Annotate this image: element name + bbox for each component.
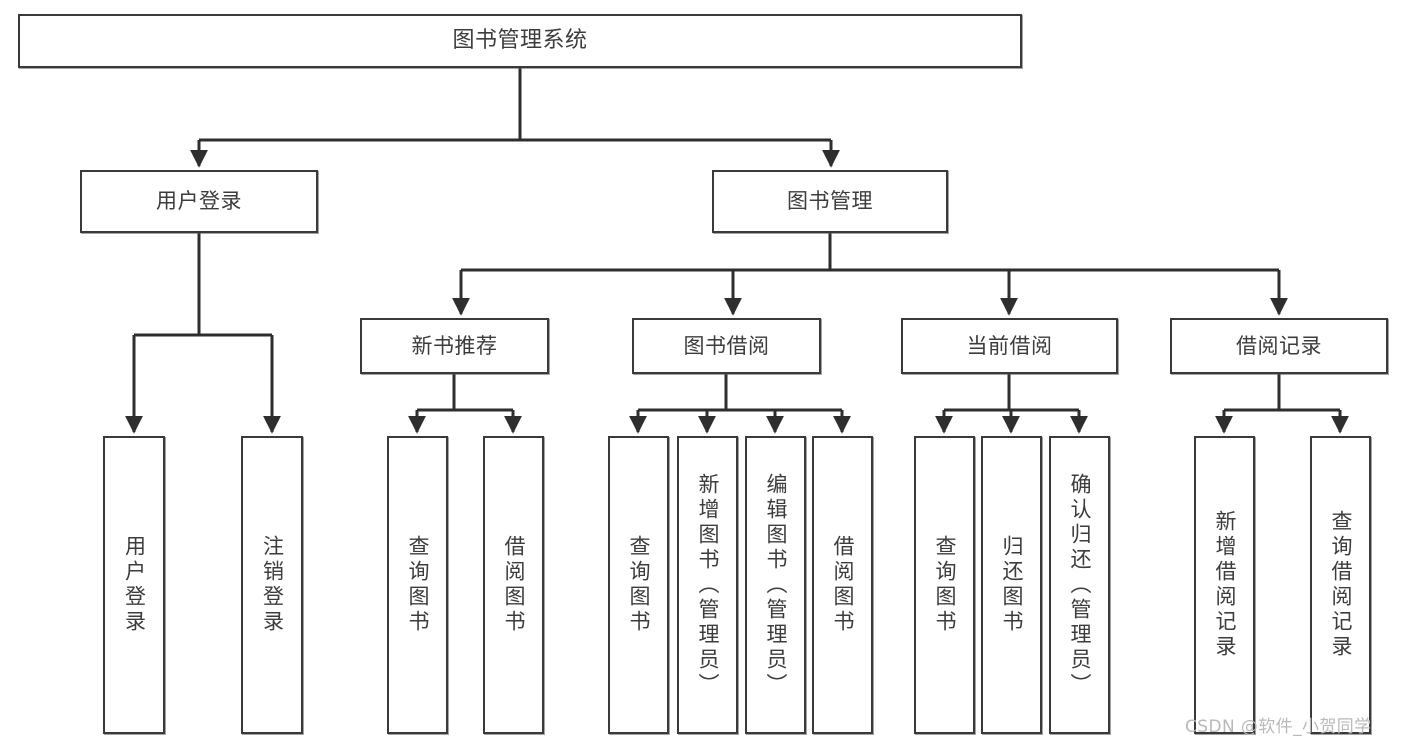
node-root[interactable]: 图书管理系统: [18, 14, 1022, 68]
node-leaf-edit-book[interactable]: 编辑图书（管理员）: [745, 436, 806, 734]
node-leaf-add-record-label: 新增借阅记录: [1213, 510, 1237, 660]
node-leaf-logout-label: 注销登录: [260, 535, 285, 635]
node-new-book-rec[interactable]: 新书推荐: [360, 318, 549, 374]
node-leaf-borrow-book-1-label: 借阅图书: [502, 535, 526, 635]
node-root-label: 图书管理系统: [452, 28, 588, 54]
node-leaf-edit-book-label: 编辑图书（管理员）: [764, 472, 788, 698]
node-leaf-query-book-2-label: 查询图书: [627, 535, 651, 635]
node-borrow-record[interactable]: 借阅记录: [1170, 318, 1388, 374]
node-leaf-confirm-return[interactable]: 确认归还（管理员）: [1049, 436, 1110, 734]
node-leaf-query-record-label: 查询借阅记录: [1329, 510, 1353, 660]
node-user-login[interactable]: 用户登录: [80, 170, 318, 233]
node-user-login-label: 用户登录: [156, 189, 242, 214]
node-leaf-query-book-3-label: 查询图书: [933, 535, 957, 635]
node-leaf-borrow-book-2-label: 借阅图书: [831, 535, 855, 635]
node-leaf-confirm-return-label: 确认归还（管理员）: [1068, 472, 1092, 698]
node-leaf-query-record[interactable]: 查询借阅记录: [1310, 436, 1371, 734]
watermark: CSDN @软件_小贺同学: [1185, 717, 1372, 737]
node-book-manage[interactable]: 图书管理: [712, 170, 948, 233]
node-book-manage-label: 图书管理: [787, 189, 873, 214]
node-new-book-rec-label: 新书推荐: [411, 333, 498, 358]
node-leaf-borrow-book-2[interactable]: 借阅图书: [812, 436, 873, 734]
node-leaf-add-book[interactable]: 新增图书（管理员）: [677, 436, 738, 734]
node-leaf-logout[interactable]: 注销登录: [241, 436, 303, 734]
node-leaf-user-login-label: 用户登录: [122, 535, 147, 635]
node-leaf-return-book-label: 归还图书: [1000, 535, 1024, 635]
node-leaf-add-book-label: 新增图书（管理员）: [696, 472, 720, 698]
node-borrow-record-label: 借阅记录: [1236, 333, 1322, 358]
node-leaf-query-book-1-label: 查询图书: [406, 535, 430, 635]
node-leaf-return-book[interactable]: 归还图书: [981, 436, 1042, 734]
node-leaf-query-book-1[interactable]: 查询图书: [387, 436, 448, 734]
node-book-borrow-label: 图书借阅: [683, 333, 770, 358]
node-book-borrow[interactable]: 图书借阅: [632, 318, 821, 374]
node-leaf-add-record[interactable]: 新增借阅记录: [1194, 436, 1255, 734]
node-leaf-user-login[interactable]: 用户登录: [103, 436, 165, 734]
node-leaf-borrow-book-1[interactable]: 借阅图书: [483, 436, 544, 734]
node-current-borrow-label: 当前借阅: [966, 333, 1053, 358]
node-leaf-query-book-2[interactable]: 查询图书: [608, 436, 669, 734]
node-current-borrow[interactable]: 当前借阅: [901, 318, 1118, 374]
node-leaf-query-book-3[interactable]: 查询图书: [914, 436, 975, 734]
